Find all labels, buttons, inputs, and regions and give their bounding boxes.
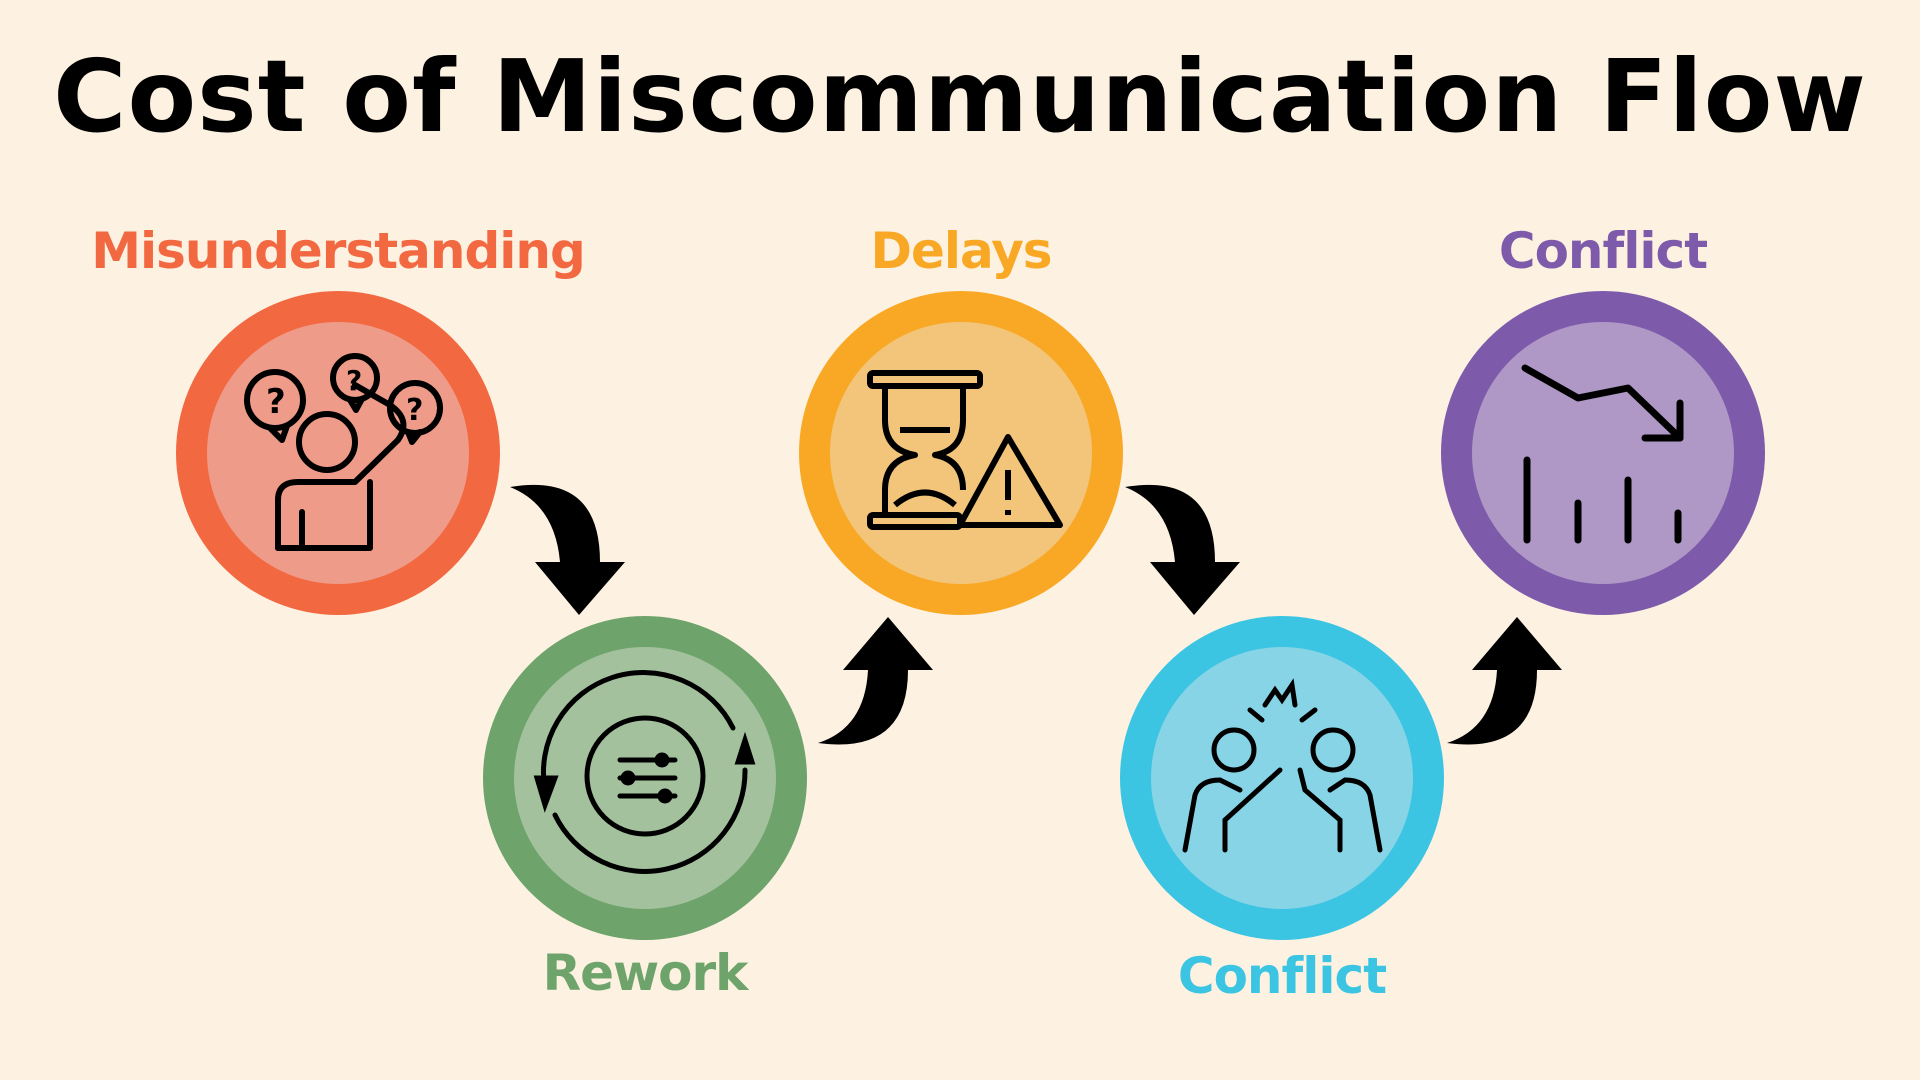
- step-label-conflict-final: Conflict: [1498, 222, 1708, 280]
- arguing-people-icon: [1182, 678, 1383, 853]
- arrow-down-icon: [510, 484, 625, 615]
- step-circle-delays: [799, 291, 1123, 615]
- step-circle-conflict-final: [1441, 291, 1765, 615]
- arrow-down-icon: [1125, 484, 1240, 615]
- step-circle-misunderstanding: [176, 291, 500, 615]
- step-label-rework: Rework: [542, 944, 749, 1002]
- step-label-delays: Delays: [870, 222, 1052, 280]
- svg-text:?: ?: [346, 364, 362, 397]
- svg-text:?: ?: [406, 393, 423, 428]
- step-circle-conflict: [1120, 616, 1444, 940]
- arrow-up-icon: [1447, 617, 1562, 745]
- arrow-up-icon: [818, 617, 933, 745]
- declining-chart-icon: [1521, 364, 1684, 544]
- svg-text:?: ?: [266, 382, 286, 422]
- confused-person-icon: ? ? ?: [244, 353, 443, 551]
- page-title: Cost of Miscommunication Flow: [53, 38, 1867, 155]
- gear-cycle-icon: [533, 670, 756, 874]
- step-label-conflict: Conflict: [1177, 947, 1387, 1005]
- hourglass-warning-icon: [867, 370, 1063, 530]
- step-label-misunderstanding: Misunderstanding: [91, 222, 586, 280]
